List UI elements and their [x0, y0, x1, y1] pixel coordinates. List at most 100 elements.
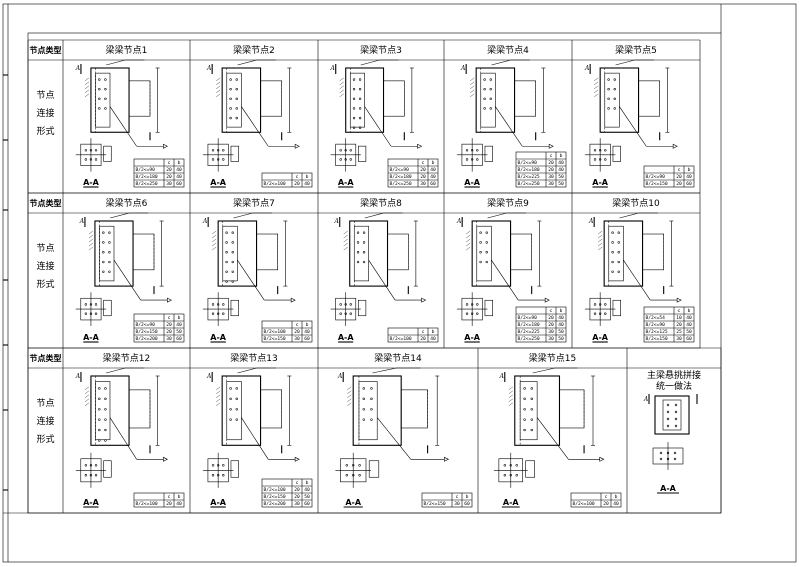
- table-header-c: c: [422, 330, 425, 335]
- node-title: 梁梁节点8: [360, 197, 402, 209]
- bolt-hole: [345, 474, 348, 477]
- extra-title-line-2: 统一做法: [656, 380, 692, 392]
- bolt-hole: [235, 116, 238, 120]
- secondary-beam-stub: [642, 233, 664, 271]
- bolt-hole: [617, 260, 620, 264]
- table-cell-b: 40: [686, 315, 692, 321]
- bolt-hole: [216, 474, 220, 477]
- bolt-hole: [222, 464, 225, 467]
- weld-hatch: [466, 242, 471, 247]
- table-cell-b: 40: [176, 322, 182, 328]
- leader-line: [113, 259, 141, 301]
- weld-hatch: [466, 234, 471, 239]
- bolt-hole: [530, 418, 533, 421]
- node-title: 梁梁节点9: [487, 197, 529, 209]
- weld-hatch: [347, 386, 352, 390]
- weld-hatch: [84, 77, 90, 81]
- bolt-hole: [229, 97, 232, 101]
- bolt-hole: [666, 424, 670, 428]
- bolt-hole: [607, 97, 610, 101]
- bolt-hole: [673, 457, 677, 461]
- bolt-hole: [84, 158, 88, 161]
- bolt-hole: [89, 158, 93, 161]
- bolt-hole: [617, 251, 620, 254]
- leader-line: [623, 259, 651, 301]
- weld-hatch: [88, 234, 94, 239]
- weld-hatch: [508, 390, 513, 394]
- table-cell-range: B/2<=180: [136, 174, 158, 180]
- bolt-hole: [523, 418, 526, 421]
- weld-hatch: [84, 85, 90, 89]
- table-cell-range: B/2<=90: [136, 322, 156, 328]
- bolt-hole: [485, 241, 488, 244]
- weld-leader: [532, 367, 556, 374]
- row-header-label: 节点类型: [30, 198, 62, 208]
- bolt-hole: [370, 418, 373, 421]
- section-label: A-A: [338, 333, 355, 342]
- table-header-c: c: [605, 495, 608, 500]
- bolt-hole: [211, 149, 215, 152]
- bolt-hole: [211, 474, 215, 477]
- bolt-hole: [235, 408, 238, 411]
- leader-arrow: [294, 143, 300, 149]
- weld-hatch: [216, 390, 221, 394]
- leader-arrow: [167, 297, 173, 303]
- table-cell-c: 20: [166, 329, 172, 335]
- inner-border: [27, 32, 722, 514]
- bolt-hole: [211, 464, 215, 467]
- bolt-hole: [358, 78, 362, 81]
- bolt-hole: [470, 158, 474, 161]
- weld-hatch: [594, 85, 599, 89]
- section-label: A-A: [210, 178, 227, 187]
- table-cell-b: 40: [613, 501, 619, 507]
- weld-hatch: [466, 230, 471, 235]
- weld-hatch: [84, 390, 90, 394]
- bolt-hole: [344, 303, 347, 306]
- bolt-hole: [607, 78, 610, 81]
- bolt-hole: [229, 408, 232, 411]
- leader-line: [109, 417, 137, 460]
- connection-plate: [353, 225, 369, 282]
- table-cell-range: B/2<=250: [518, 181, 540, 187]
- bolt-hole: [613, 78, 616, 81]
- weld-leader: [237, 59, 257, 66]
- bolt-hole: [344, 158, 347, 161]
- bolt-hole: [356, 241, 360, 244]
- connection-plate: [99, 225, 115, 282]
- connection-plate: [480, 72, 496, 128]
- section-mark-label: A: [460, 65, 466, 72]
- bolt-hole: [211, 303, 215, 306]
- bolt-hole: [604, 149, 607, 152]
- secondary-beam-stub: [400, 389, 428, 429]
- bolt-hole: [604, 303, 607, 306]
- bolt-hole: [98, 88, 101, 91]
- section-label: A-A: [83, 498, 100, 507]
- bolt-hole: [84, 464, 88, 467]
- bolt-hole: [229, 387, 232, 390]
- table-header-b: b: [306, 480, 309, 486]
- bolt-hole: [104, 418, 107, 421]
- node-title: 梁梁节点2: [233, 44, 275, 56]
- row-header-label: 节点类型: [30, 353, 62, 363]
- weld-hatch: [598, 230, 603, 235]
- bolt-hole: [98, 397, 101, 401]
- weld-hatch: [88, 246, 94, 251]
- weld-leader: [372, 367, 397, 374]
- section-label: A-A: [503, 498, 520, 507]
- secondary-beam-stub: [383, 80, 405, 117]
- bolt-hole: [509, 474, 512, 477]
- row-side-label: 节点: [36, 90, 54, 101]
- bolt-hole: [666, 417, 670, 421]
- bolt-hole: [89, 149, 93, 152]
- bolt-hole: [598, 149, 602, 152]
- bolt-hole: [465, 303, 469, 306]
- bolt-hole: [104, 387, 107, 390]
- bolt-hole: [674, 417, 678, 421]
- bolt-hole: [102, 241, 105, 244]
- row-side-label: 连接: [36, 107, 54, 119]
- node-title: 梁梁节点4: [487, 44, 529, 56]
